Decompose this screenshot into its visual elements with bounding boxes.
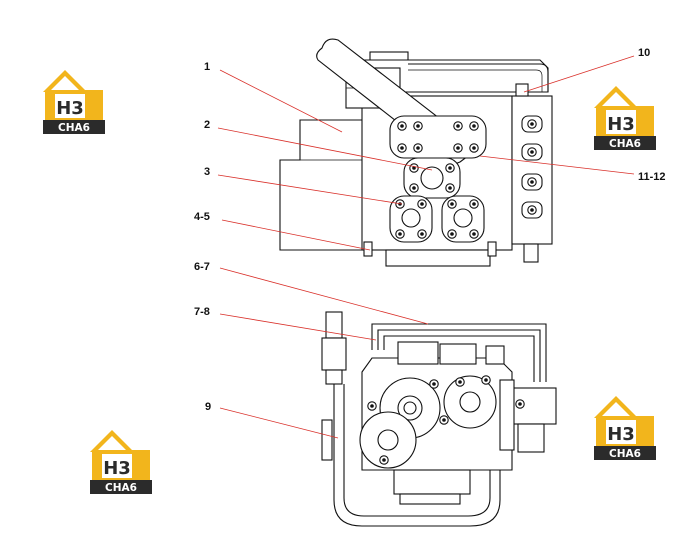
callout-9: 9	[205, 401, 211, 413]
callout-11-12: 11-12	[638, 171, 666, 183]
logo-text-bottom: CHA6	[58, 122, 90, 134]
flange-top	[389, 115, 487, 159]
callout-4-5: 4-5	[194, 211, 210, 223]
logo-text-top: H3	[607, 424, 635, 445]
callout-6-7: 6-7	[194, 261, 210, 273]
logo-text-top: H3	[56, 98, 84, 119]
callout-3: 3	[204, 166, 210, 178]
logo-text-bottom: CHA6	[105, 482, 137, 494]
flange-lower-right	[441, 195, 485, 243]
callout-labels: 1 2 3 4-5 6-7 7-8 9 10 11-12	[194, 47, 666, 413]
callout-1: 1	[204, 61, 210, 73]
watermark-logo-top-right: H3 CHA6	[594, 86, 656, 150]
callout-10: 10	[638, 47, 650, 59]
logo-text-top: H3	[103, 458, 131, 479]
logo-text-top: H3	[607, 114, 635, 135]
watermark-logo-top-left: H3 CHA6	[43, 70, 105, 134]
logo-text-bottom: CHA6	[609, 448, 641, 460]
leader-lines	[217, 55, 635, 439]
flange-lower-left	[389, 195, 433, 243]
watermark-logo-bottom-right: H3 CHA6	[594, 396, 656, 460]
flange-center	[403, 157, 461, 199]
watermark-logo-bottom-left: H3 CHA6	[90, 430, 152, 494]
callout-2: 2	[204, 119, 210, 131]
pump-assembly-view	[321, 311, 557, 527]
callout-7-8: 7-8	[194, 306, 210, 318]
valve-block-front-view	[279, 38, 553, 267]
logo-text-bottom: CHA6	[609, 138, 641, 150]
